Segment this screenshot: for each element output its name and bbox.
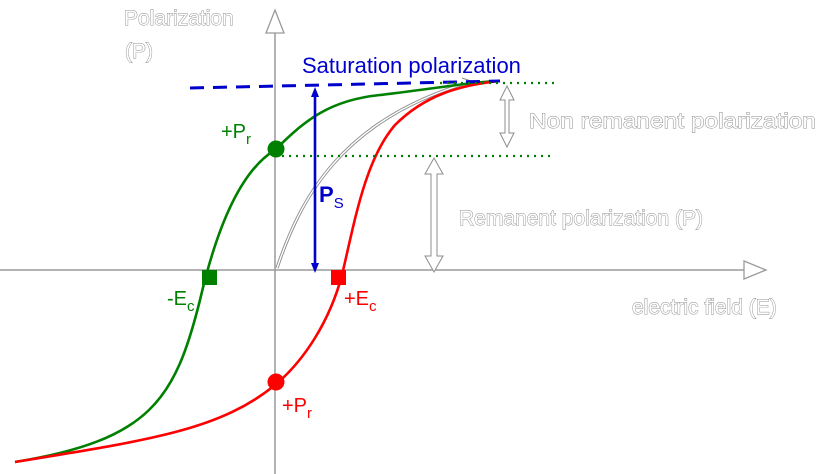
y-axis (265, 8, 285, 474)
pr-lower-marker (267, 373, 285, 391)
non-remanent-arrow (499, 84, 515, 149)
remanent-label: Remanent polarization (P) (459, 207, 703, 230)
ec-negative-marker (202, 270, 217, 285)
x-axis-arrowhead (743, 260, 768, 280)
ec-positive-label: +Ec (344, 288, 377, 315)
pr-positive-label: +Pr (221, 121, 251, 148)
non-remanent-label: Non remanent polarization (529, 110, 816, 133)
ec-negative-label: -Ec (167, 288, 195, 315)
y-axis-arrowhead (265, 8, 285, 34)
x-axis (0, 260, 768, 280)
y-axis-symbol: (P) (125, 40, 153, 63)
saturation-label: Saturation polarization (302, 53, 521, 78)
ps-label: PS (319, 182, 344, 212)
y-axis-label: Polarization (124, 7, 234, 30)
remanent-arrow (424, 156, 444, 274)
x-axis-label: electric field (E) (632, 296, 777, 319)
initial-curve (275, 77, 476, 269)
lower-branch-curve (14, 79, 501, 464)
pr-lower-label: +Pr (282, 395, 312, 422)
pr-positive-marker (267, 140, 285, 158)
upper-branch-curve (14, 79, 501, 464)
ec-positive-marker (331, 270, 346, 285)
